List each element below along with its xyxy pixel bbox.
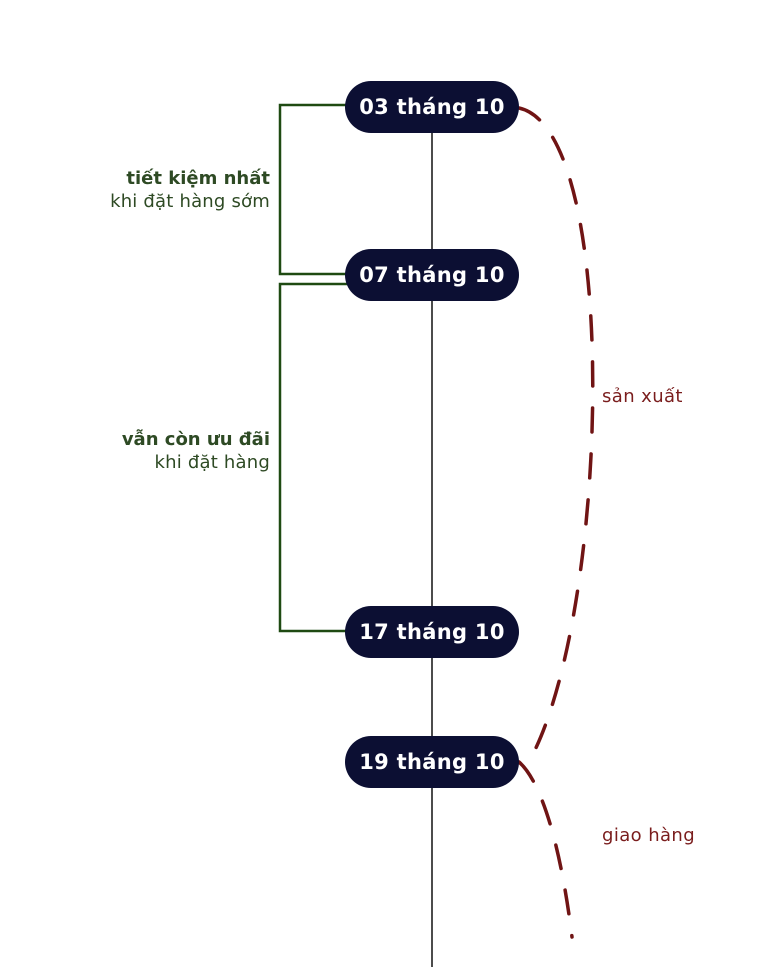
bracket-title: vẫn còn ưu đãi — [121, 429, 270, 450]
milestone-pill-oct-17: 17 tháng 10 — [345, 606, 519, 658]
phase-arc-delivery — [517, 760, 574, 939]
milestone-label: 17 tháng 10 — [359, 620, 505, 644]
milestone-label: 19 tháng 10 — [359, 750, 505, 774]
phase-label-delivery: giao hàng — [602, 825, 696, 846]
phase-label-production: sản xuất — [602, 386, 683, 407]
milestone-label: 03 tháng 10 — [359, 95, 505, 119]
bracket-label-early-order: tiết kiệm nhất khi đặt hàng sớm — [110, 167, 270, 213]
milestone-label: 07 tháng 10 — [359, 263, 505, 287]
milestone-pill-oct-19: 19 tháng 10 — [345, 736, 519, 788]
milestone-pill-oct-07: 07 tháng 10 — [345, 249, 519, 301]
bracket-title: tiết kiệm nhất — [126, 168, 270, 189]
milestone-pill-oct-03: 03 tháng 10 — [345, 81, 519, 133]
bracket-early-order — [278, 103, 348, 276]
bracket-label-still-discount: vẫn còn ưu đãi khi đặt hàng — [122, 428, 270, 474]
bracket-subtitle: khi đặt hàng sớm — [110, 191, 270, 212]
bracket-subtitle: khi đặt hàng — [154, 452, 270, 473]
phase-arc-production — [517, 106, 595, 756]
bracket-still-discount — [278, 282, 348, 633]
